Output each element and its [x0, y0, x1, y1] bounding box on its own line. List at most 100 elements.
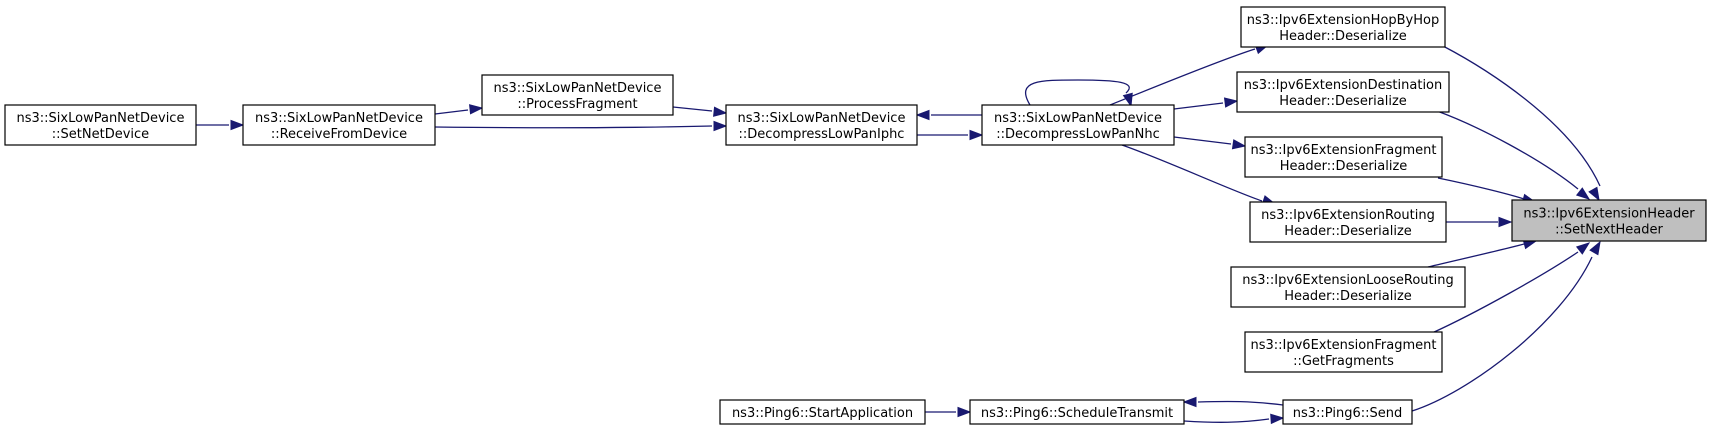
node-label: Header::Deserialize: [1284, 289, 1412, 304]
node-box: [1282, 399, 1413, 425]
arrowhead-icon: [957, 406, 972, 418]
arrowhead-icon: [230, 119, 245, 131]
edge-receivefromdevice-to-decompressiphc-line: [434, 125, 713, 129]
edge-looserouting-to-setnextheader-line: [1427, 243, 1525, 268]
node-box: [981, 104, 1175, 146]
node-ping6-startapplication[interactable]: ns3::Ping6::StartApplication: [719, 399, 926, 425]
node-box: [1249, 201, 1447, 243]
node-label: Header::Deserialize: [1280, 159, 1408, 174]
edge-decompressnhc-to-destination-line: [1173, 102, 1224, 110]
node-label: ns3::Ping6::Send: [1293, 406, 1402, 421]
node-label: ::DecompressLowPanIphc: [739, 127, 905, 142]
edges-layer: [196, 44, 1601, 425]
edge-decompressnhc-to-routing-line: [1121, 144, 1263, 202]
node-box: [719, 399, 926, 425]
edge-destination-to-setnextheader: [1436, 110, 1591, 200]
edge-decompressnhc-to-destination: [1173, 97, 1239, 110]
node-box: [1244, 136, 1443, 178]
edge-hopbyhop-to-setnextheader-line: [1442, 45, 1601, 187]
node-label: ns3::SixLowPanNetDevice: [738, 111, 906, 126]
node-box: [4, 104, 197, 146]
edge-decompressnhc-to-decompressiphc: [915, 109, 982, 121]
node-ping6-send[interactable]: ns3::Ping6::Send: [1282, 399, 1413, 425]
node-label: Header::Deserialize: [1284, 224, 1412, 239]
node-box: [1240, 6, 1446, 48]
edge-decompressnhc-to-hopbyhop-line: [1109, 48, 1256, 106]
edge-destination-to-setnextheader-line: [1436, 110, 1579, 190]
edge-getfragments-to-setnextheader-line: [1431, 251, 1579, 334]
node-label: ns3::Ipv6ExtensionFragment: [1250, 143, 1436, 158]
node-box: [969, 399, 1185, 425]
node-label: Header::Deserialize: [1279, 29, 1407, 44]
node-ipv6extensionhopbyhopheader-deserialize[interactable]: ns3::Ipv6ExtensionHopByHopHeader::Deseri…: [1240, 6, 1446, 48]
edge-scheduletransmit-to-send: [1183, 413, 1285, 425]
arrowhead-icon: [969, 129, 984, 141]
node-sixlowpannetdevice-processfragment[interactable]: ns3::SixLowPanNetDevice::ProcessFragment: [481, 74, 674, 116]
edge-send-to-scheduletransmit: [1182, 396, 1284, 408]
node-ipv6extensiondestinationheader-deserialize[interactable]: ns3::Ipv6ExtensionDestinationHeader::Des…: [1236, 71, 1450, 113]
edge-startapplication-to-scheduletransmit: [925, 406, 972, 418]
node-ping6-scheduletransmit[interactable]: ns3::Ping6::ScheduleTransmit: [969, 399, 1185, 425]
node-box: [1230, 266, 1466, 308]
arrowhead-icon: [713, 120, 728, 132]
arrowhead-icon: [1575, 187, 1591, 200]
arrowhead-icon: [1270, 413, 1285, 425]
edge-routing-to-setnextheader: [1446, 216, 1513, 228]
node-ipv6extensionroutingheader-deserialize[interactable]: ns3::Ipv6ExtensionRoutingHeader::Deseria…: [1249, 201, 1447, 243]
node-ipv6extensionlooseroutingheader-deserialize[interactable]: ns3::Ipv6ExtensionLooseRoutingHeader::De…: [1230, 266, 1466, 308]
edge-decompressiphc-to-decompressnhc: [917, 129, 984, 141]
node-label: ::SetNetDevice: [52, 127, 149, 142]
node-box: [242, 104, 436, 146]
edge-receivefromdevice-to-processfragment-line: [434, 109, 469, 115]
arrowhead-icon: [1498, 216, 1513, 228]
node-label: ns3::Ipv6ExtensionFragment: [1250, 338, 1436, 353]
edge-setnetdevice-to-receivefromdevice: [196, 119, 245, 131]
edge-receivefromdevice-to-decompressiphc: [434, 120, 728, 132]
edge-hopbyhop-to-setnextheader: [1442, 45, 1601, 202]
edge-decompressnhc-self-loop-line: [1024, 79, 1130, 106]
arrowhead-icon: [1575, 242, 1591, 255]
arrowhead-icon: [1122, 92, 1133, 108]
node-ipv6extensionfragment-getfragments[interactable]: ns3::Ipv6ExtensionFragment::GetFragments: [1244, 331, 1443, 373]
node-label: ns3::Ipv6ExtensionDestination: [1244, 78, 1443, 93]
node-setnextheader[interactable]: ns3::Ipv6ExtensionHeader::SetNextHeader: [1511, 199, 1707, 242]
node-label: ns3::Ipv6ExtensionLooseRouting: [1242, 273, 1453, 288]
arrowhead-icon: [915, 109, 930, 121]
node-label: ns3::Ping6::ScheduleTransmit: [981, 406, 1173, 421]
node-box: [1244, 331, 1443, 373]
edge-decompressnhc-to-fragment-line: [1173, 136, 1232, 145]
node-box: [481, 74, 674, 116]
node-label: ::GetFragments: [1293, 354, 1394, 369]
edge-decompressnhc-self-loop: [1024, 79, 1133, 108]
arrowhead-icon: [1589, 240, 1601, 256]
arrowhead-icon: [469, 104, 484, 115]
node-box: [1511, 199, 1707, 242]
node-label: ::ProcessFragment: [517, 97, 637, 112]
node-box: [725, 104, 918, 146]
arrowhead-icon: [1223, 97, 1239, 108]
node-label: ::ReceiveFromDevice: [271, 127, 407, 142]
edge-fragment-to-setnextheader-line: [1437, 177, 1525, 200]
edge-looserouting-to-setnextheader: [1427, 239, 1538, 268]
arrowhead-icon: [1182, 396, 1197, 408]
edge-getfragments-to-setnextheader: [1431, 242, 1591, 334]
edge-scheduletransmit-to-send-line: [1183, 418, 1270, 423]
node-label: ns3::SixLowPanNetDevice: [494, 81, 662, 96]
node-ipv6extensionfragmentheader-deserialize[interactable]: ns3::Ipv6ExtensionFragmentHeader::Deseri…: [1244, 136, 1443, 178]
arrowhead-icon: [1231, 139, 1247, 150]
arrowhead-icon: [713, 106, 728, 117]
nodes-layer: ns3::Ipv6ExtensionHeader::SetNextHeadern…: [4, 6, 1707, 425]
node-label: ns3::Ipv6ExtensionHeader: [1523, 207, 1695, 222]
node-sixlowpannetdevice-setnetdevice[interactable]: ns3::SixLowPanNetDevice::SetNetDevice: [4, 104, 197, 146]
node-label: ::DecompressLowPanNhc: [996, 127, 1160, 142]
node-label: ns3::SixLowPanNetDevice: [17, 111, 185, 126]
node-sixlowpannetdevice-decompresslowpaniphc[interactable]: ns3::SixLowPanNetDevice::DecompressLowPa…: [725, 104, 918, 146]
node-sixlowpannetdevice-decompresslowpannhc[interactable]: ns3::SixLowPanNetDevice::DecompressLowPa…: [981, 104, 1175, 146]
edge-processfragment-to-decompressiphc-line: [672, 106, 713, 112]
edge-send-to-scheduletransmit-line: [1197, 400, 1284, 406]
arrowhead-icon: [1588, 186, 1600, 202]
edge-processfragment-to-decompressiphc: [672, 106, 728, 117]
node-sixlowpannetdevice-receivefromdevice[interactable]: ns3::SixLowPanNetDevice::ReceiveFromDevi…: [242, 104, 436, 146]
node-label: ns3::SixLowPanNetDevice: [994, 111, 1162, 126]
